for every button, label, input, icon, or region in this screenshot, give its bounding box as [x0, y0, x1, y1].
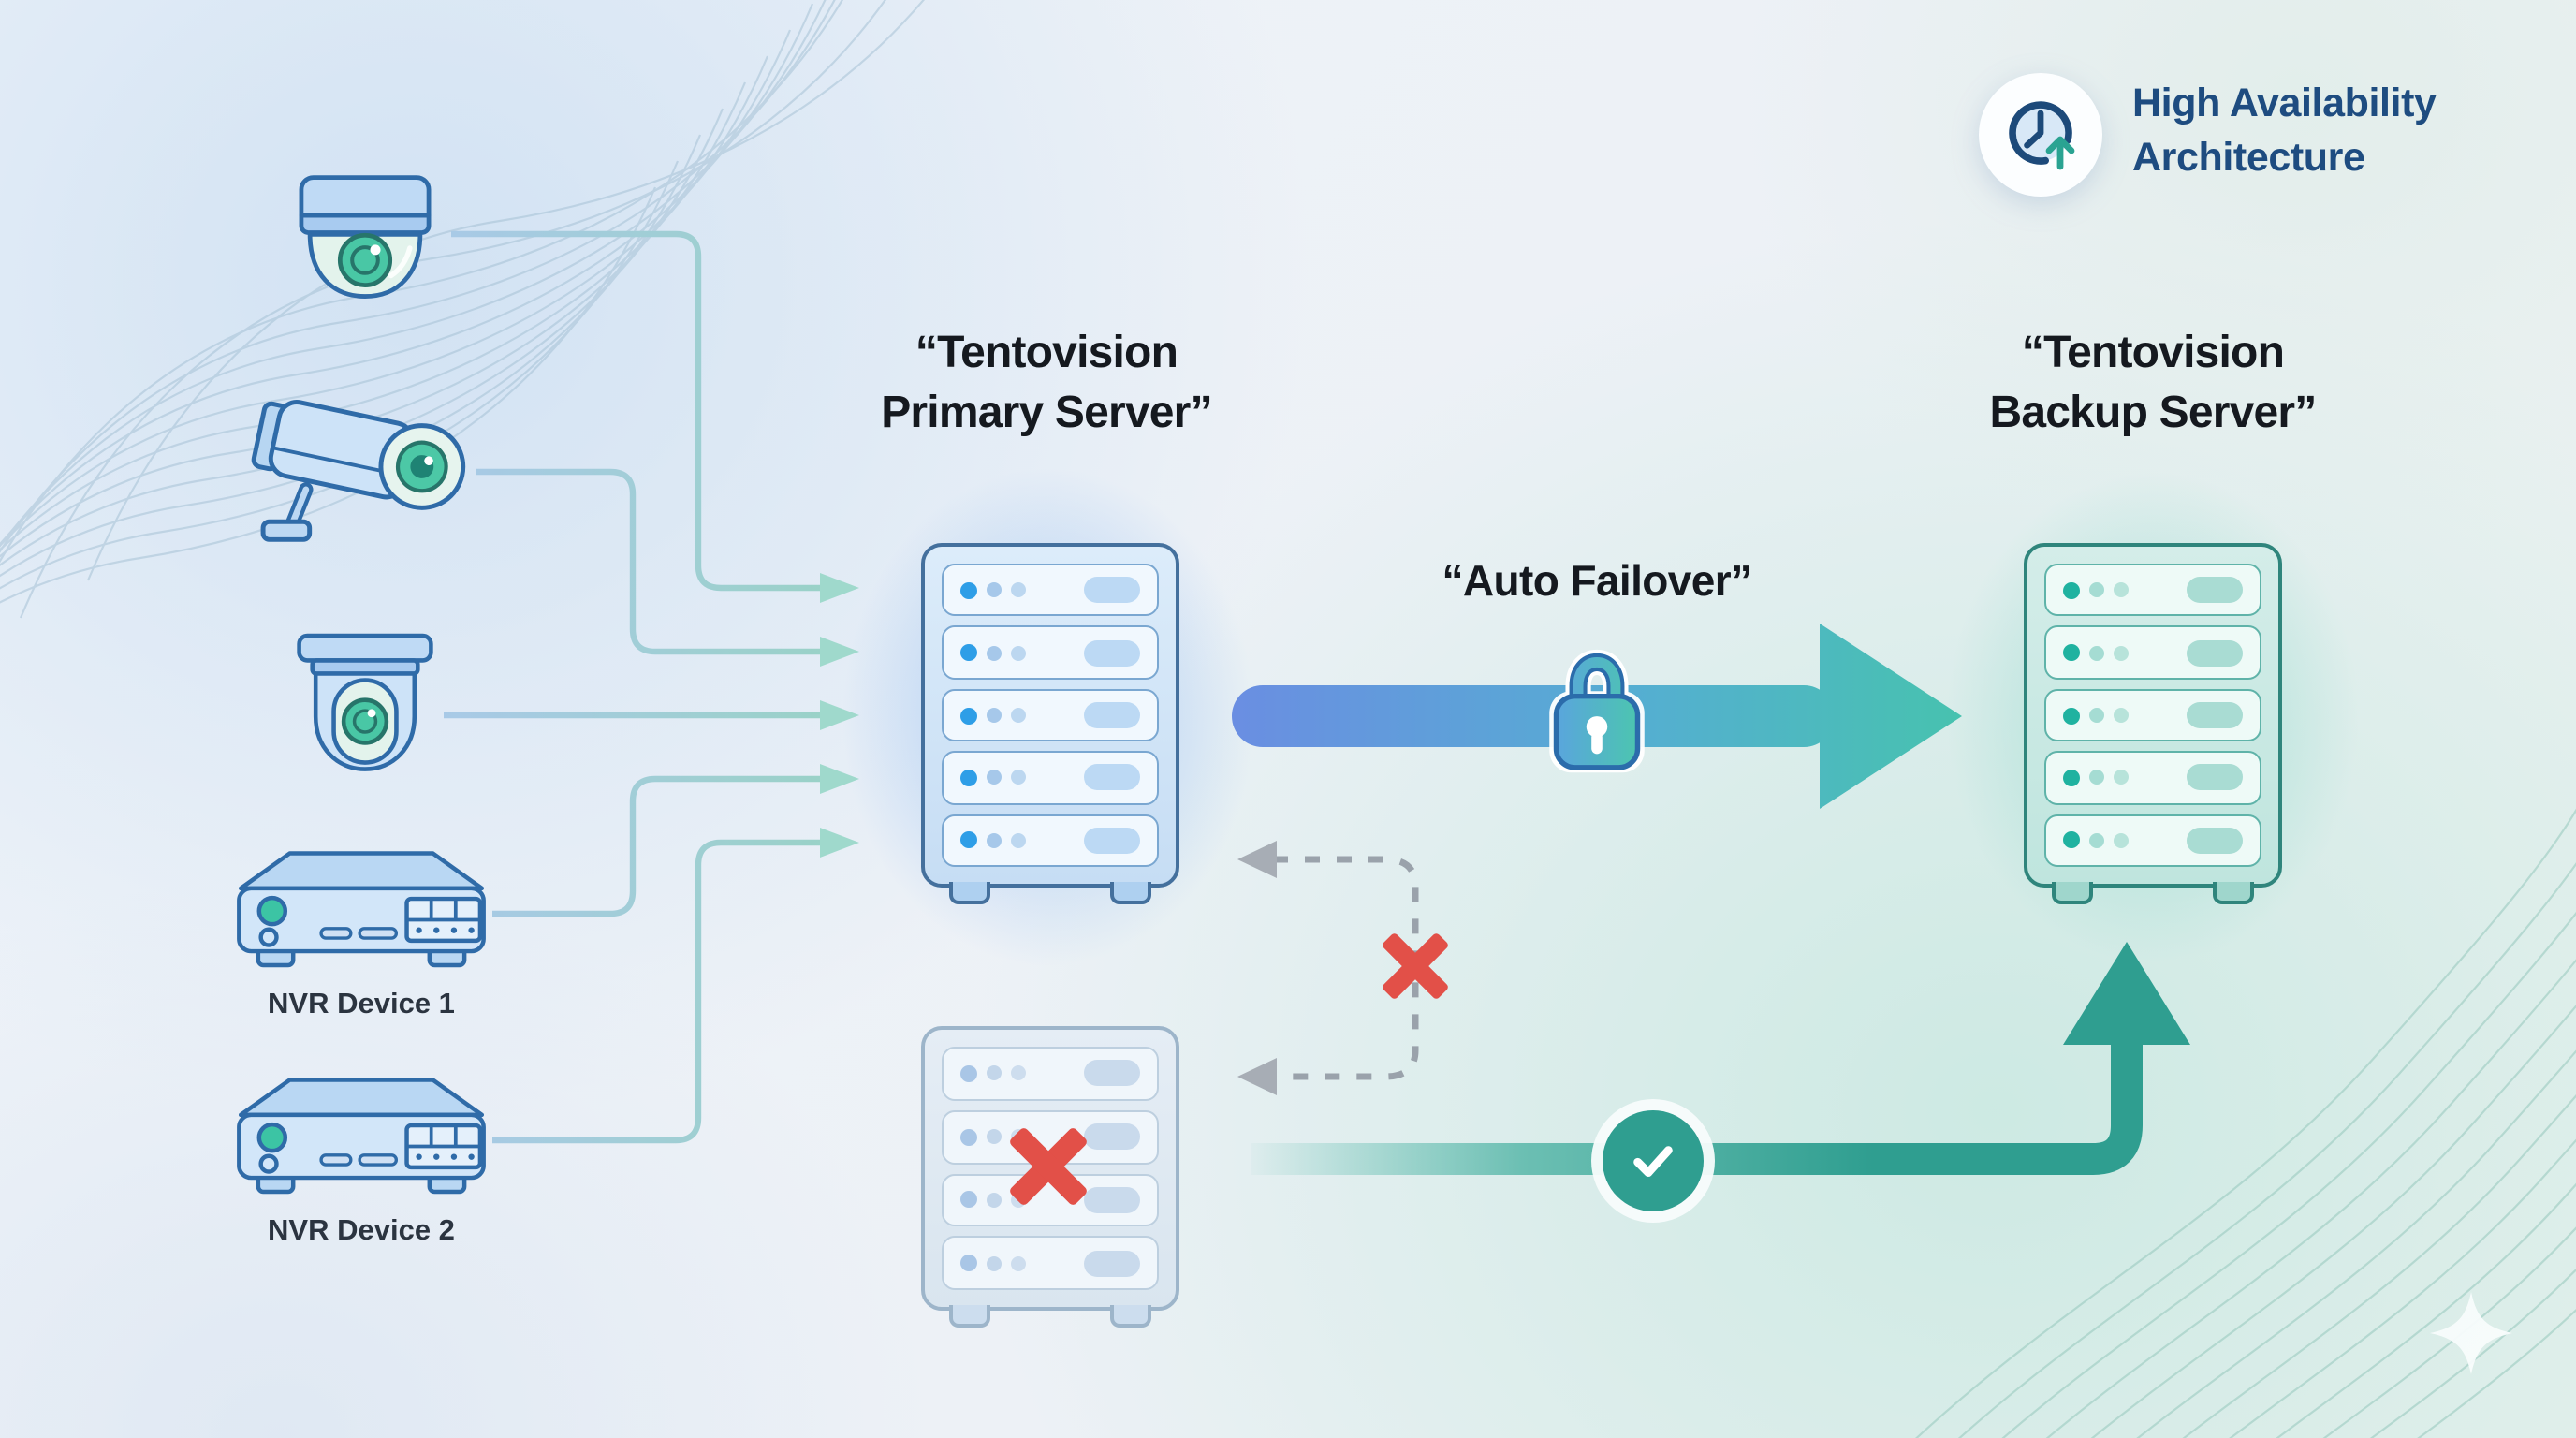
primary-server-title-line1: “Tentovision [915, 328, 1178, 378]
nvr-device-1-label: NVR Device 1 [268, 989, 455, 1020]
server-slot [942, 564, 1159, 617]
server-slot [942, 751, 1159, 805]
server-slot [2044, 814, 2261, 868]
clock-uptime-icon [2009, 101, 2075, 170]
primary-server-title-line2: Primary Server” [881, 388, 1212, 438]
server-slot [942, 625, 1159, 680]
server-slot [942, 688, 1159, 742]
connector-arrowheads [820, 573, 859, 858]
connector-bullet-camera [476, 468, 820, 655]
server-slot [942, 1236, 1159, 1290]
connector-nvr-1 [492, 775, 820, 917]
ptz-camera-icon [297, 633, 433, 771]
red-x-icon [1383, 933, 1448, 999]
dome-camera-icon [299, 175, 432, 299]
server-slot [942, 1047, 1159, 1101]
connector-nvr-2 [492, 839, 820, 1144]
nvr-device-1-icon [237, 851, 486, 968]
header-badge [1979, 73, 2102, 197]
primary-server-icon [921, 543, 1179, 904]
nvr-device-2-icon [237, 1078, 486, 1195]
auto-failover-label: “Auto Failover” [1442, 556, 1753, 605]
page-title-line1: High Availability [2132, 81, 2437, 125]
backup-server-title: “Tentovision Backup Server” [1891, 324, 2415, 444]
backup-server-title-line2: Backup Server” [1989, 388, 2318, 438]
connector-dome-camera [451, 230, 820, 592]
lock-icon [1549, 649, 1645, 773]
nvr-device-2-label: NVR Device 2 [268, 1215, 455, 1247]
bullet-camera-icon [251, 400, 466, 542]
server-slot [2044, 688, 2261, 742]
red-x-icon [1010, 1128, 1087, 1205]
server-slot [2044, 564, 2261, 617]
backup-server-title-line1: “Tentovision [2021, 328, 2285, 378]
server-slot [2044, 751, 2261, 805]
page-title: High Availability Architecture [2132, 77, 2437, 185]
backup-server-icon [2024, 543, 2282, 904]
check-icon [1603, 1110, 1704, 1211]
server-slot [2044, 625, 2261, 680]
sparkle-icon [2430, 1292, 2512, 1374]
server-slot [942, 814, 1159, 868]
primary-server-title: “Tentovision Primary Server” [784, 324, 1309, 444]
page-title-line2: Architecture [2132, 135, 2365, 180]
